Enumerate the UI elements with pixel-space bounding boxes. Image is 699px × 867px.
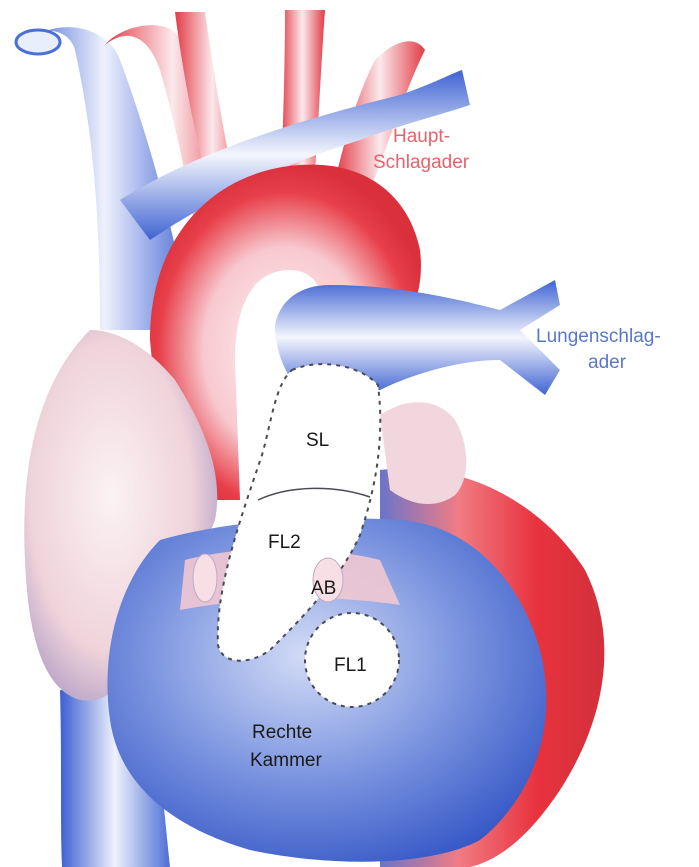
pulmonary-label-line2: ader bbox=[588, 350, 626, 375]
sl-label: SL bbox=[306, 428, 329, 453]
ab-label: AB bbox=[311, 576, 336, 601]
ventricle-label-line1: Rechte bbox=[252, 720, 312, 745]
pulmonary-label-line1: Lungenschlag- bbox=[536, 324, 661, 349]
left-small-patch bbox=[193, 554, 217, 602]
fl1-label: FL1 bbox=[334, 653, 367, 678]
ventricle-label-line2: Kammer bbox=[250, 748, 322, 773]
fl2-label: FL2 bbox=[268, 530, 301, 555]
left-atrial-appendage bbox=[380, 402, 466, 504]
aorta-label-line2: Schlagader bbox=[373, 150, 469, 175]
vena-cava-opening bbox=[16, 30, 60, 54]
aorta-label-line1: Haupt- bbox=[393, 124, 450, 149]
